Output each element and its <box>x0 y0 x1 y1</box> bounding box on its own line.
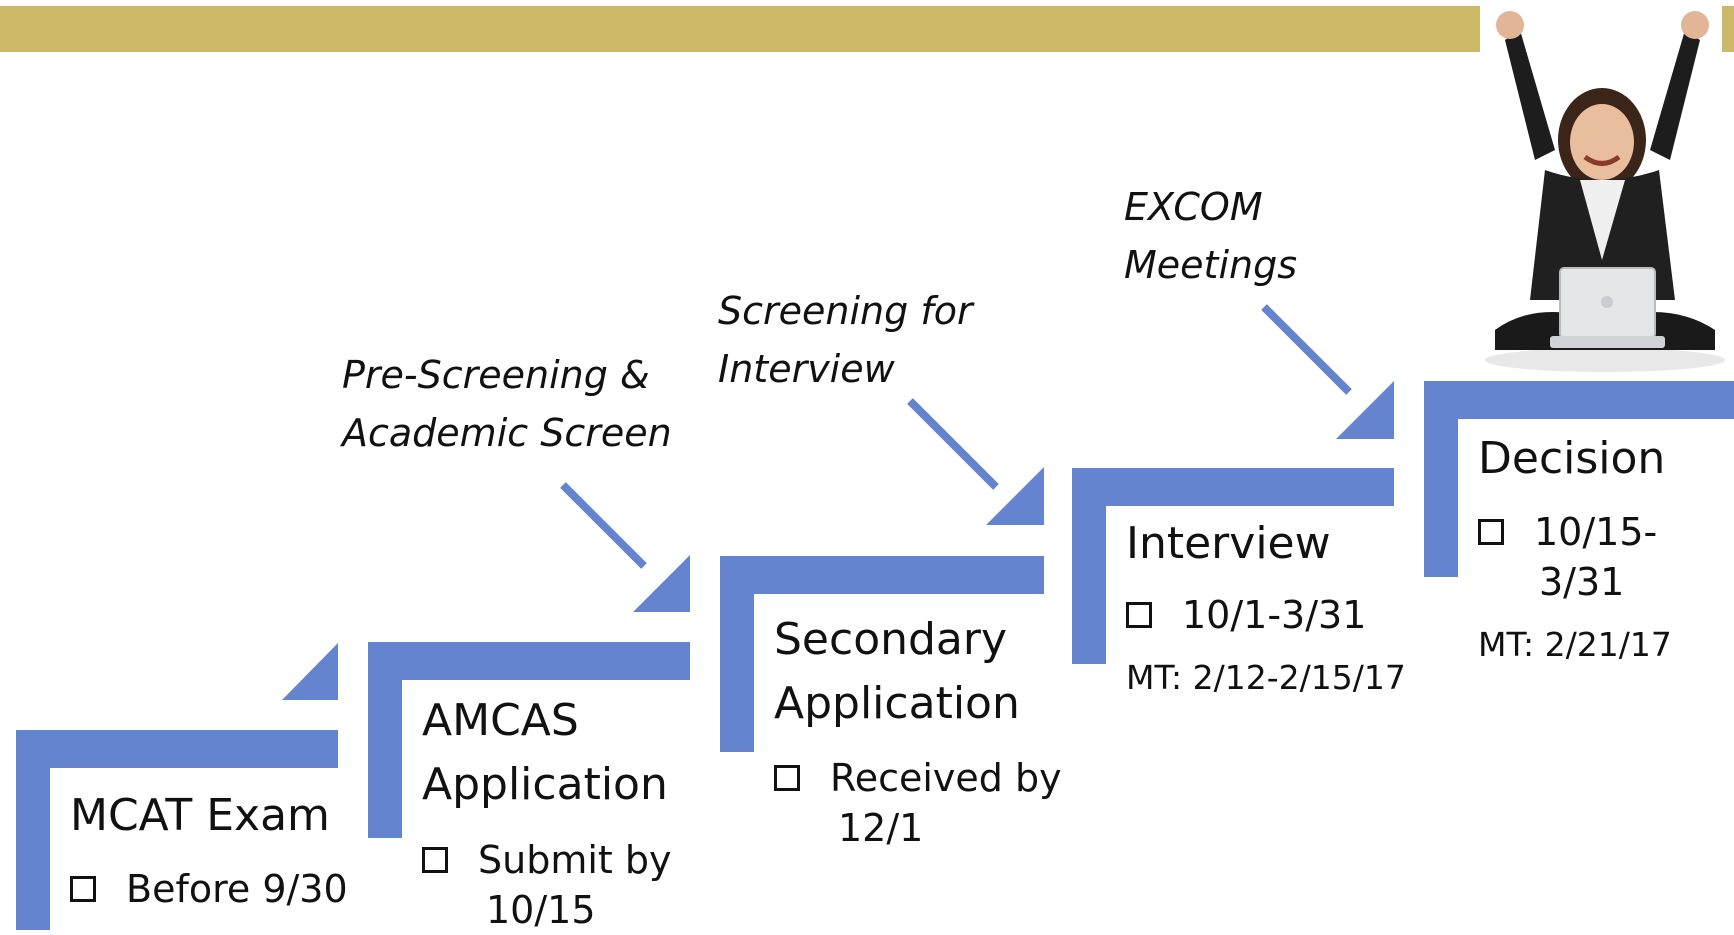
note-screening-interview-line2: Interview <box>718 347 895 391</box>
step-shape-interview-leg <box>1072 468 1106 664</box>
arrow-line-excom <box>1261 304 1352 395</box>
celebrating-person-with-laptop-icon <box>1485 11 1725 372</box>
step-bullet-decision-cont: 3/31 <box>1539 560 1625 604</box>
step-bullet-secondary: Received by <box>774 753 1062 803</box>
step-title-mcat: MCAT Exam <box>70 790 330 841</box>
title-bar <box>0 6 1480 52</box>
checkbox-icon <box>1126 601 1152 628</box>
step-shape-secondary <box>720 556 1044 594</box>
checkbox-icon <box>422 846 448 873</box>
step-shape-amcas-leg <box>368 642 402 838</box>
step-shape-interview <box>1072 468 1394 506</box>
step-shape-decision-leg <box>1424 381 1458 577</box>
step-shape-mcat-leg <box>16 730 50 930</box>
arrowhead-2 <box>633 555 690 612</box>
checkbox-icon <box>1478 518 1504 545</box>
step-title-secondary-line1: Secondary <box>774 614 1008 665</box>
bullet-text: Before 9/30 <box>126 867 348 911</box>
arrow-line-screening-interview <box>907 398 999 490</box>
step-title-amcas-line2: Application <box>422 759 668 810</box>
step-mt-interview: MT: 2/12-2/15/17 <box>1126 658 1406 697</box>
note-excom-line2: Meetings <box>1124 243 1298 287</box>
title-bar-edge <box>1722 6 1734 52</box>
note-screening-interview-line1: Screening for <box>718 289 973 333</box>
bullet-text: 10/1-3/31 <box>1182 593 1367 637</box>
step-mt-decision: MT: 2/21/17 <box>1478 625 1672 664</box>
step-shape-secondary-leg <box>720 556 754 752</box>
note-pre-screening-line1: Pre-Screening & <box>342 353 650 397</box>
step-bullet-decision: 10/15- <box>1478 507 1657 557</box>
bullet-text: 10/15- <box>1534 510 1658 554</box>
note-excom-line1: EXCOM <box>1124 185 1263 229</box>
checkbox-icon <box>774 764 800 791</box>
arrowhead-1 <box>282 643 338 700</box>
step-bullet-secondary-cont: 12/1 <box>838 806 924 850</box>
step-title-secondary-line2: Application <box>774 678 1020 729</box>
step-shape-amcas <box>368 642 690 680</box>
arrowhead-3 <box>986 467 1044 525</box>
step-title-decision: Decision <box>1478 433 1666 484</box>
step-title-amcas-line1: AMCAS <box>422 695 579 746</box>
step-shape-decision <box>1424 381 1734 419</box>
step-bullet-amcas: Submit by <box>422 835 672 885</box>
step-shape-mcat <box>16 730 338 768</box>
step-title-interview: Interview <box>1126 518 1331 569</box>
arrowhead-4 <box>1336 381 1394 439</box>
arrow-line-pre-screening <box>560 482 647 569</box>
step-bullet-amcas-cont: 10/15 <box>486 888 596 932</box>
step-bullet-interview: 10/1-3/31 <box>1126 590 1366 640</box>
checkbox-icon <box>70 875 96 902</box>
note-pre-screening-line2: Academic Screen <box>342 411 672 455</box>
bullet-text: Received by <box>830 756 1062 800</box>
step-bullet-mcat: Before 9/30 <box>70 864 348 914</box>
bullet-text: Submit by <box>478 838 672 882</box>
